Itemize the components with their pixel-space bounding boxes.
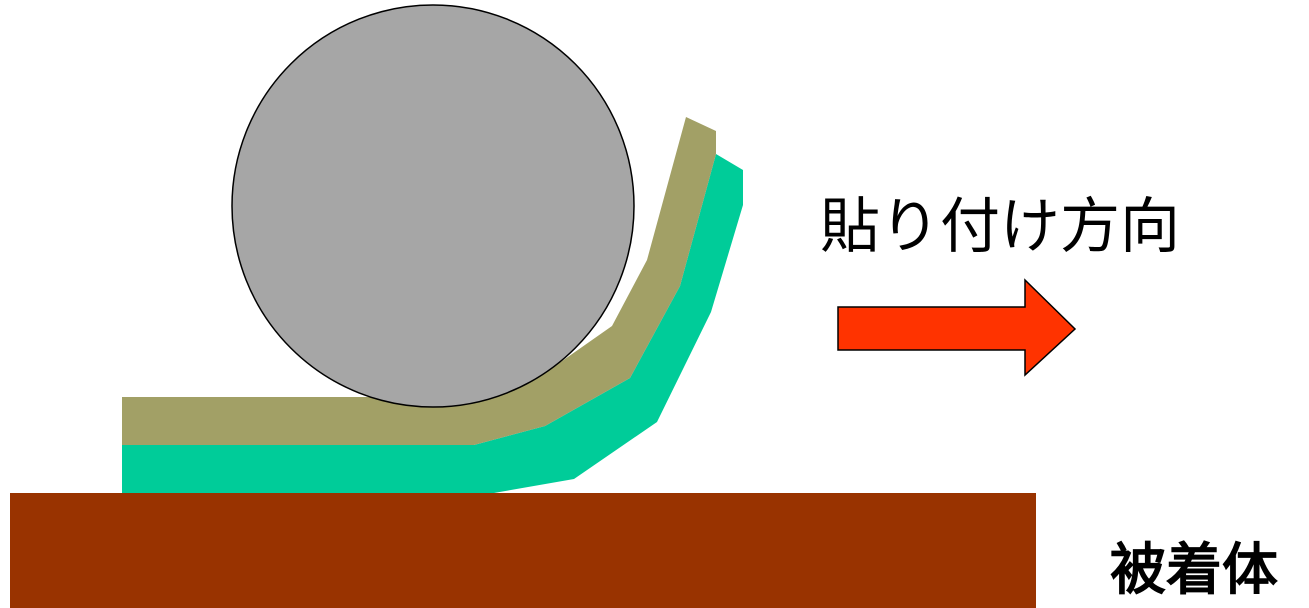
right-arrow-icon	[837, 278, 1077, 377]
direction-label: 貼り付け方向	[820, 192, 1180, 262]
film-top-layer	[122, 117, 716, 445]
adherend-block	[10, 493, 1036, 608]
roller	[231, 4, 635, 408]
adherend-label: 被着体	[1110, 538, 1278, 603]
film-bottom-layer	[122, 154, 743, 493]
